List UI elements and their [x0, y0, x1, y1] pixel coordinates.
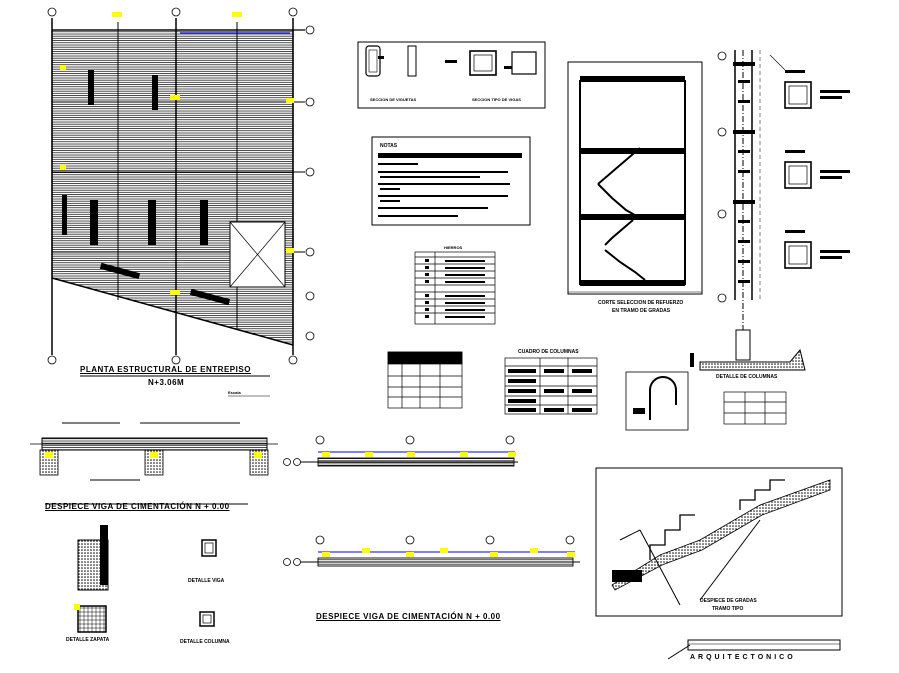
stair-detail-title: DESPIECE DE GRADAS: [700, 598, 757, 604]
stair-detail-box: [595, 467, 843, 617]
stair-cut-section: [567, 61, 703, 295]
foundation-beam-title-left: DESPIECE VIGA DE CIMENTACIÓN N + 0.00: [45, 502, 230, 511]
stair-detail-subtitle: TRAMO TIPO: [712, 606, 744, 612]
scale-bar: [667, 639, 841, 660]
section-label-vigueta: SECCION DE VIGUETAS: [370, 97, 417, 102]
hook-detail: [625, 371, 689, 431]
scale-note: Escala: [228, 390, 241, 395]
column-elevation: [717, 50, 850, 330]
structural-floor-plan: [47, 7, 315, 365]
column-detail-small: [199, 611, 215, 627]
cut-subtitle: EN TRAMO DE GRADAS: [612, 308, 671, 314]
beam-detail-label: DETALLE VIGA: [188, 578, 225, 584]
footing-detail-label: DETALLE ZAPATA: [66, 637, 110, 643]
logo-text: ARQUITECTONICO: [690, 654, 796, 661]
footing-detail: [74, 525, 109, 633]
column-table-left: [387, 351, 463, 409]
section-details-box: [357, 41, 546, 109]
bar-table: [414, 251, 496, 325]
foundation-beam-left: [30, 422, 278, 505]
column-footing: [690, 329, 806, 371]
plan-title: PLANTA ESTRUCTURAL DE ENTREPISO: [80, 365, 251, 374]
section-label-viga: SECCION TIPO DE VIGAS: [472, 97, 521, 102]
beam-detail: [201, 539, 217, 557]
notes-title: NOTAS: [380, 143, 398, 149]
foundation-beam-title-center: DESPIECE VIGA DE CIMENTACIÓN N + 0.00: [316, 612, 501, 621]
column-table-right: [723, 391, 787, 425]
column-table-center: [504, 357, 598, 415]
plan-level: N+3.06M: [148, 378, 185, 387]
column-table-title: CUADRO DE COLUMNAS: [518, 349, 579, 355]
cut-title: CORTE SELECCION DE REFUERZO: [598, 300, 684, 306]
column-detail-title: DETALLE DE COLUMNAS: [716, 374, 778, 380]
column-detail-label: DETALLE COLUMNA: [180, 639, 230, 645]
foundation-beam-center-2: [283, 535, 580, 567]
bar-table-title: HIERROS: [444, 245, 463, 250]
foundation-beam-center-1: [283, 435, 518, 467]
notes-box: [371, 136, 531, 226]
